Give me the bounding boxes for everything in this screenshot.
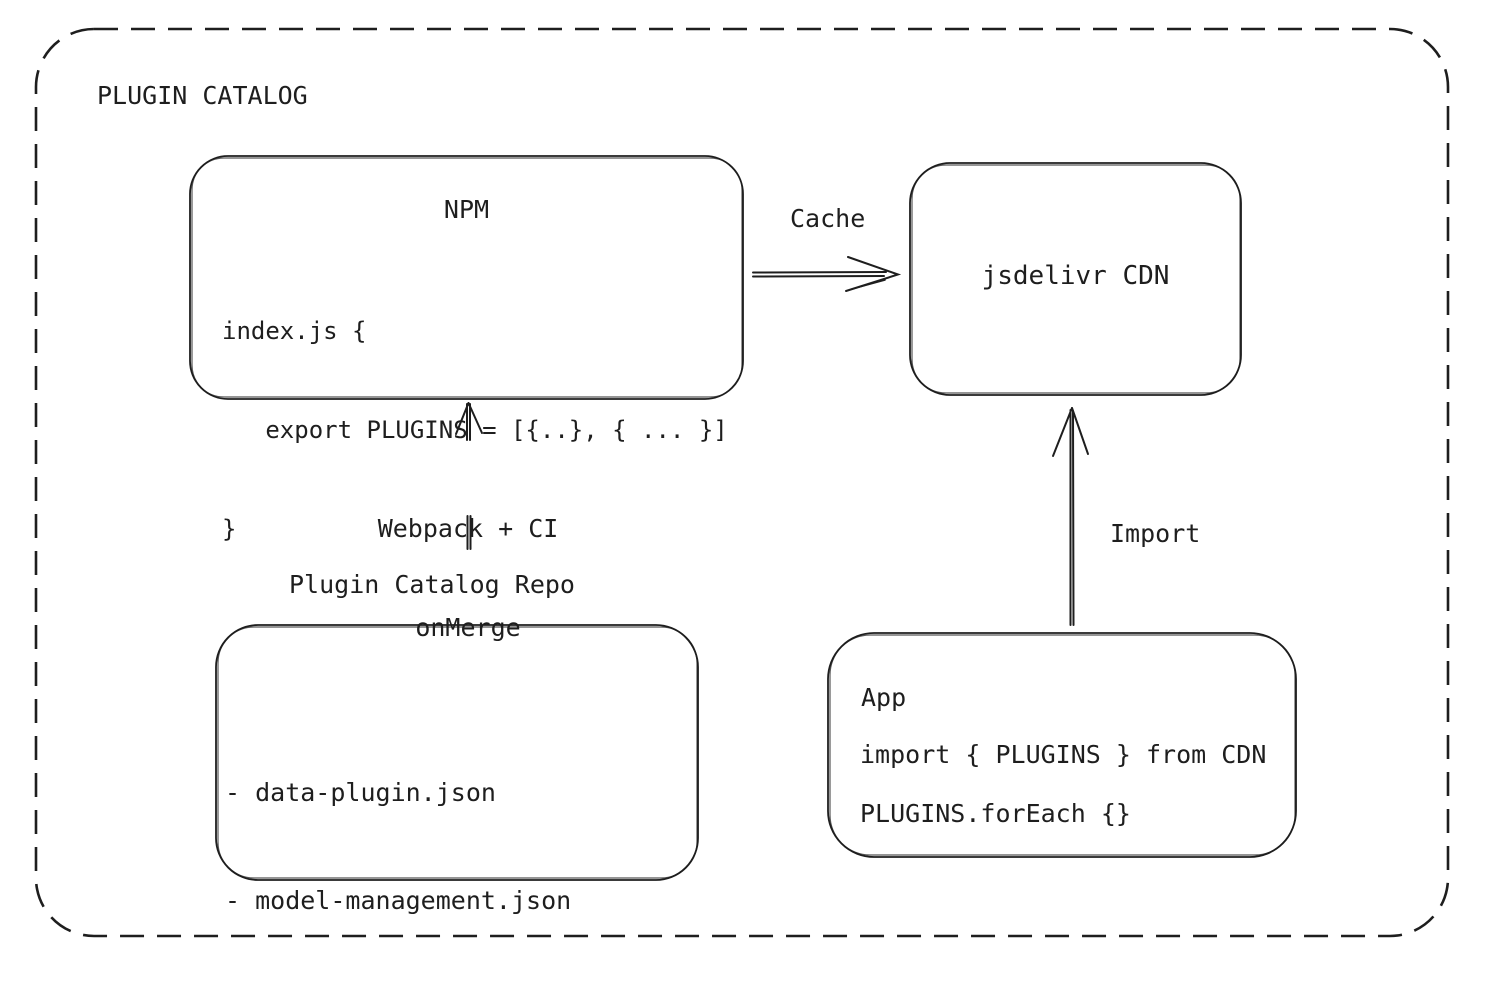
build-edge-label-line2: onMerge (415, 613, 521, 642)
app-box (827, 632, 1297, 858)
diagram-title: PLUGIN CATALOG (97, 81, 308, 110)
repo-file-list: - data-plugin.json - model-management.js… (225, 703, 571, 1002)
app-code-line: import { PLUGINS } from CDN (860, 740, 1267, 769)
repo-file-item: - data-plugin.json (225, 778, 496, 807)
repo-file-item: ... (225, 991, 571, 1002)
catalog-boundary (34, 27, 1450, 938)
npm-code-line: export PLUGINS = [{..}, { ... }] (222, 416, 728, 444)
cache-edge-label: Cache (790, 204, 866, 233)
repo-box (215, 624, 699, 881)
cdn-title: jsdelivr CDN (981, 261, 1170, 291)
import-arrow (1052, 407, 1089, 626)
build-edge-label-line1: Webpack + CI (377, 514, 559, 543)
build-arrow (455, 402, 483, 550)
npm-code-line: } (222, 515, 237, 543)
cdn-box (909, 162, 1242, 396)
app-code-line: PLUGINS.forEach {} (860, 799, 1131, 828)
cache-arrow (752, 256, 902, 292)
npm-code-line: index.js { (222, 317, 367, 345)
repo-title: Plugin Catalog Repo (289, 570, 575, 599)
build-edge-label: Webpack + CI onMerge (318, 446, 618, 710)
npm-title: NPM (443, 195, 490, 224)
npm-code: index.js { export PLUGINS = [{..}, { ...… (222, 249, 728, 612)
repo-file-item: - model-management.json (225, 886, 572, 915)
app-title: App (861, 683, 907, 712)
import-edge-label: Import (1110, 519, 1201, 548)
npm-box (189, 155, 744, 400)
